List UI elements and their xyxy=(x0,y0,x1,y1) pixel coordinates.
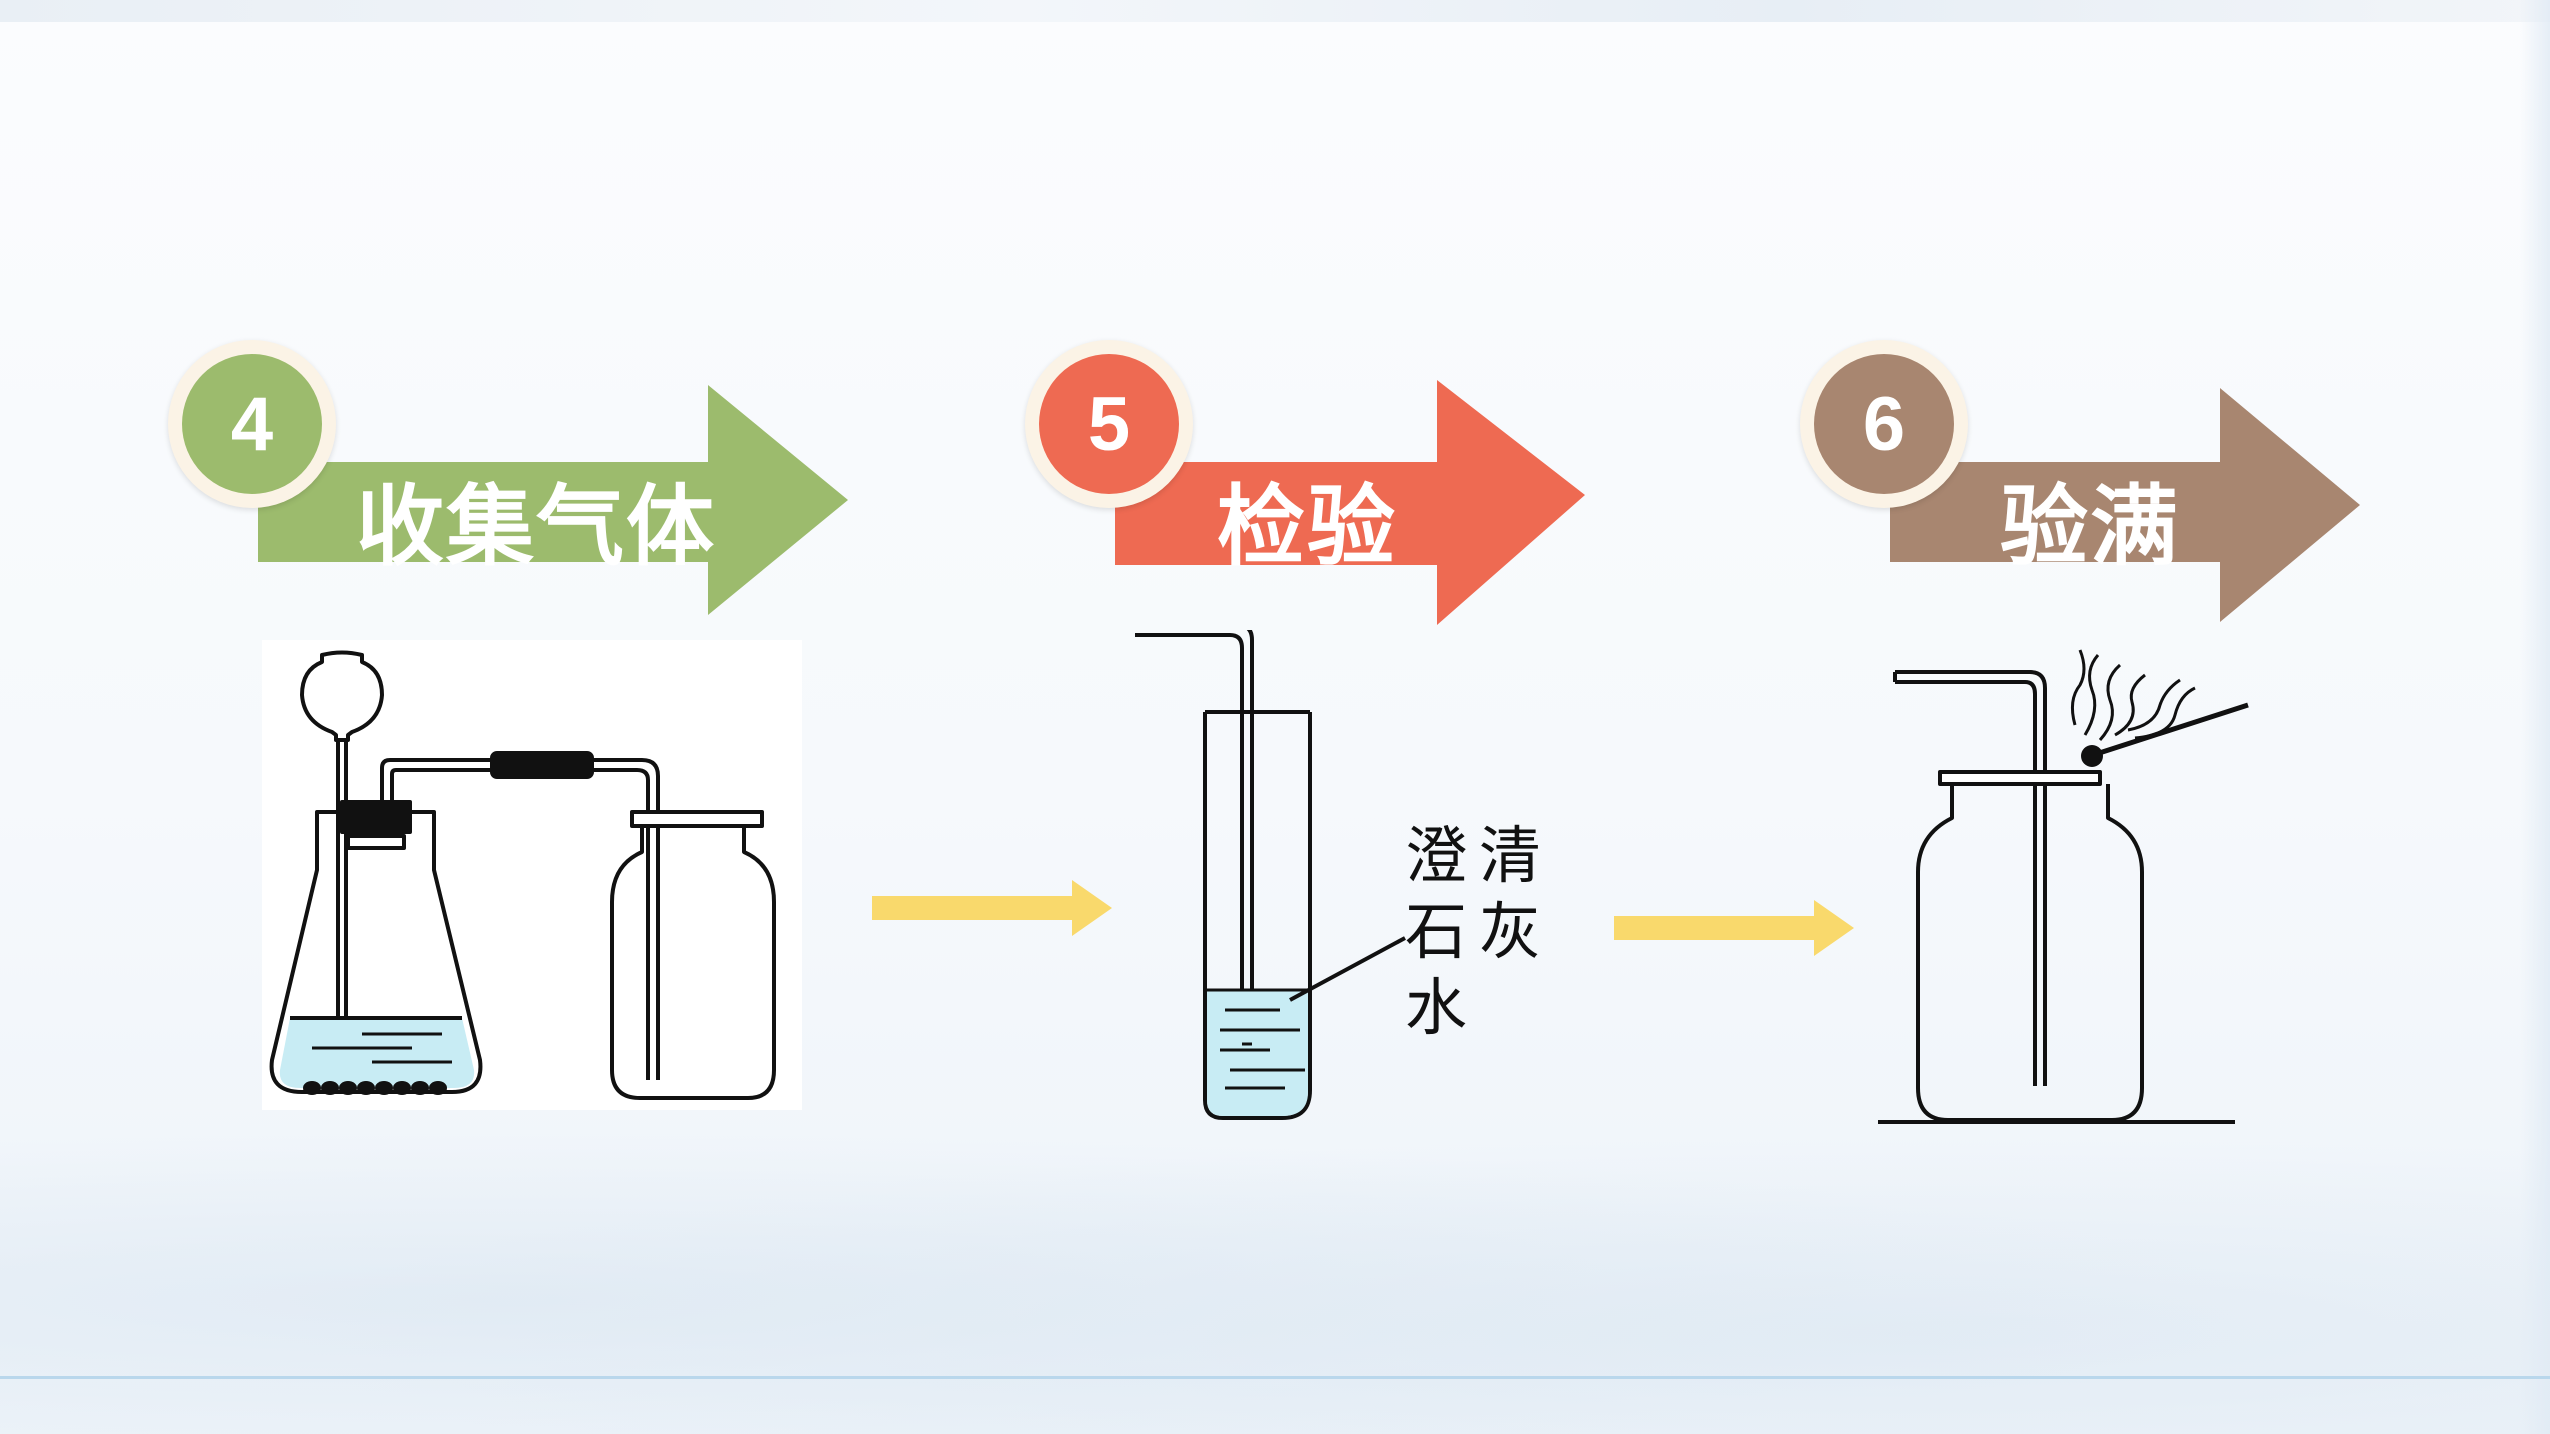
fullness-test-apparatus xyxy=(1878,649,2249,1124)
limewater-label-line-2: 石灰 xyxy=(1405,895,1554,968)
step-5-arrow xyxy=(1115,380,1585,625)
step-4-banner: 4 收集气体 xyxy=(168,340,858,640)
step-6-label: 验满 xyxy=(2000,475,2181,578)
step-4-label: 收集气体 xyxy=(356,475,717,578)
step-5-label: 检验 xyxy=(1217,475,1398,578)
flow-arrow-2 xyxy=(1614,900,1854,956)
limewater-label-line-3: 水 xyxy=(1405,971,1480,1044)
step-6-badge: 6 xyxy=(1800,340,1968,508)
limewater-test-tube xyxy=(1135,630,1406,1120)
step-6-number: 6 xyxy=(1814,354,1954,494)
footer-divider xyxy=(0,1376,2550,1379)
step-5-number: 5 xyxy=(1039,354,1179,494)
step-4-number: 4 xyxy=(182,354,322,494)
step-6-banner: 6 验满 xyxy=(1800,340,2370,640)
snowflake-background xyxy=(0,1100,2550,1434)
step-4-arrow xyxy=(258,385,848,615)
step-5-banner: 5 检验 xyxy=(1025,340,1615,640)
top-decoration xyxy=(0,0,2550,22)
step-5-badge: 5 xyxy=(1025,340,1193,508)
step-4-badge: 4 xyxy=(168,340,336,508)
flow-arrow-1 xyxy=(872,880,1112,936)
limewater-label-line-1: 澄清 xyxy=(1405,819,1554,892)
limewater-label: 澄清 石灰 水 xyxy=(1405,818,1553,1046)
step-6-arrow xyxy=(1890,388,2360,622)
edge-decoration xyxy=(2520,0,2550,1434)
gas-collection-apparatus xyxy=(262,640,802,1110)
